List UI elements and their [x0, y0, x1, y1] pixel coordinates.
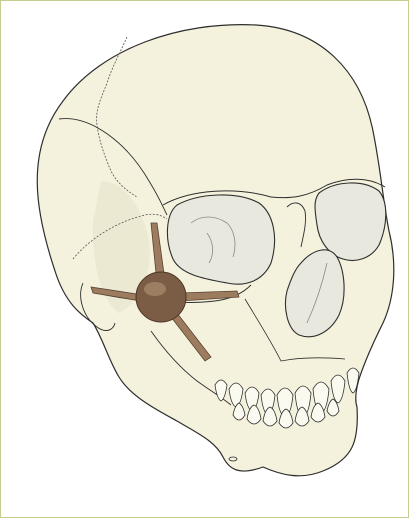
implant-hub-highlight — [144, 282, 166, 296]
implant-hub — [136, 272, 186, 322]
